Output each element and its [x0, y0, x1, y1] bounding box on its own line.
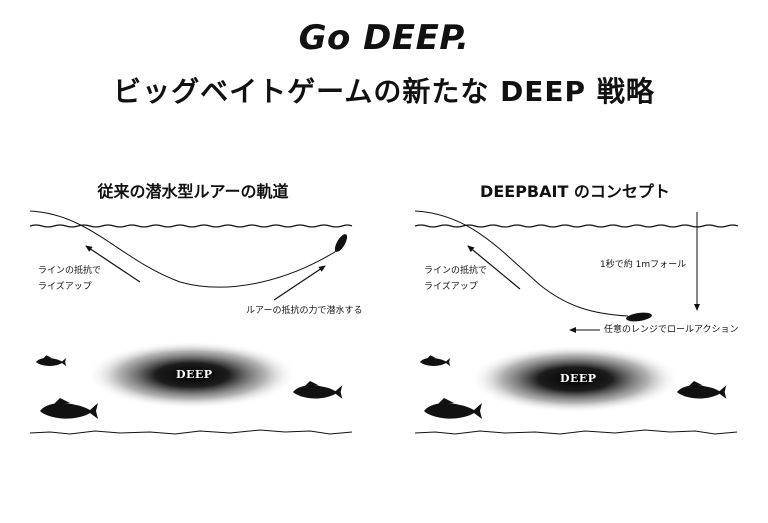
left-fish-1 [36, 355, 67, 367]
right-bottom-contour [414, 429, 738, 435]
right-water-surface [414, 224, 739, 228]
right-line-label-2: ライズアップ [424, 282, 478, 292]
left-rise-arrow [85, 245, 141, 283]
left-lure [334, 234, 348, 252]
right-deep-label: DEEP [560, 372, 597, 385]
right-deep-zone [470, 345, 680, 413]
left-panel [29, 210, 353, 435]
left-fish-3 [293, 380, 343, 399]
left-fish-2 [40, 398, 98, 419]
right-fishing-line [414, 210, 629, 317]
left-deep-label: DEEP [176, 368, 213, 381]
left-panel-title: 従来の潜水型ルアーの軌道 [97, 182, 289, 201]
right-action-label: 任意のレンジでロールアクション [604, 325, 739, 335]
left-line-label-2: ライズアップ [38, 282, 92, 292]
left-fishing-line [29, 210, 339, 288]
right-panel [414, 210, 739, 435]
right-fish-1 [420, 355, 451, 367]
left-dive-arrow [273, 265, 326, 301]
left-lure-label: ルアーの抵抗の力で潜水する [246, 306, 363, 316]
left-bottom-contour [29, 429, 353, 435]
right-rise-arrow [467, 245, 521, 290]
right-fall-label: 1秒で約 1mフォール [600, 260, 687, 270]
right-line-label-1: ラインの抵抗で [424, 266, 488, 276]
right-panel-title: DEEPBAIT のコンセプト [480, 182, 670, 201]
left-water-surface [29, 224, 353, 228]
right-fish-3 [677, 380, 727, 399]
main-title: Go DEEP. [298, 18, 470, 58]
sub-title: ビッグベイトゲームの新たな DEEP 戦略 [113, 75, 655, 108]
left-line-label-1: ラインの抵抗で [38, 266, 102, 276]
left-deep-zone [87, 341, 297, 409]
right-lure [626, 312, 652, 322]
right-fish-2 [424, 398, 482, 419]
